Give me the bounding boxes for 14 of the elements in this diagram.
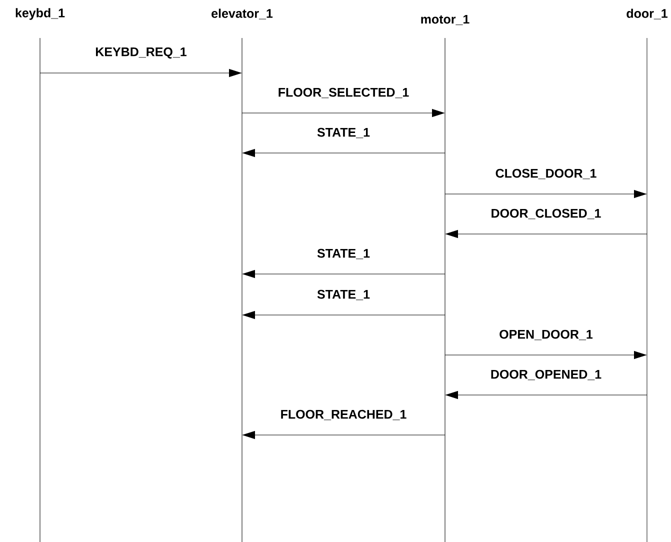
message-label: OPEN_DOOR_1 bbox=[500, 330, 593, 340]
message-label: CLOSE_DOOR_1 bbox=[496, 168, 596, 180]
lifeline: motor_1 bbox=[421, 14, 470, 542]
message-label: DOOR_CLOSED_1 bbox=[492, 208, 601, 220]
message-label: STATE_1 bbox=[317, 290, 370, 300]
lifeline: keybd_1 bbox=[16, 8, 65, 542]
lifeline: elevator_1 bbox=[212, 8, 273, 542]
message-label: STATE_1 bbox=[317, 128, 370, 138]
message-label: DOOR_OPENED_1 bbox=[491, 370, 602, 380]
message-label: STATE_1 bbox=[317, 248, 370, 260]
message-label: KEYBD_REQ_1 bbox=[96, 47, 186, 59]
message-label: FLOOR_REACHED_1 bbox=[281, 410, 406, 420]
lifeline: door_1 bbox=[626, 8, 668, 542]
message-label: FLOOR_SELECTED_1 bbox=[278, 88, 409, 98]
